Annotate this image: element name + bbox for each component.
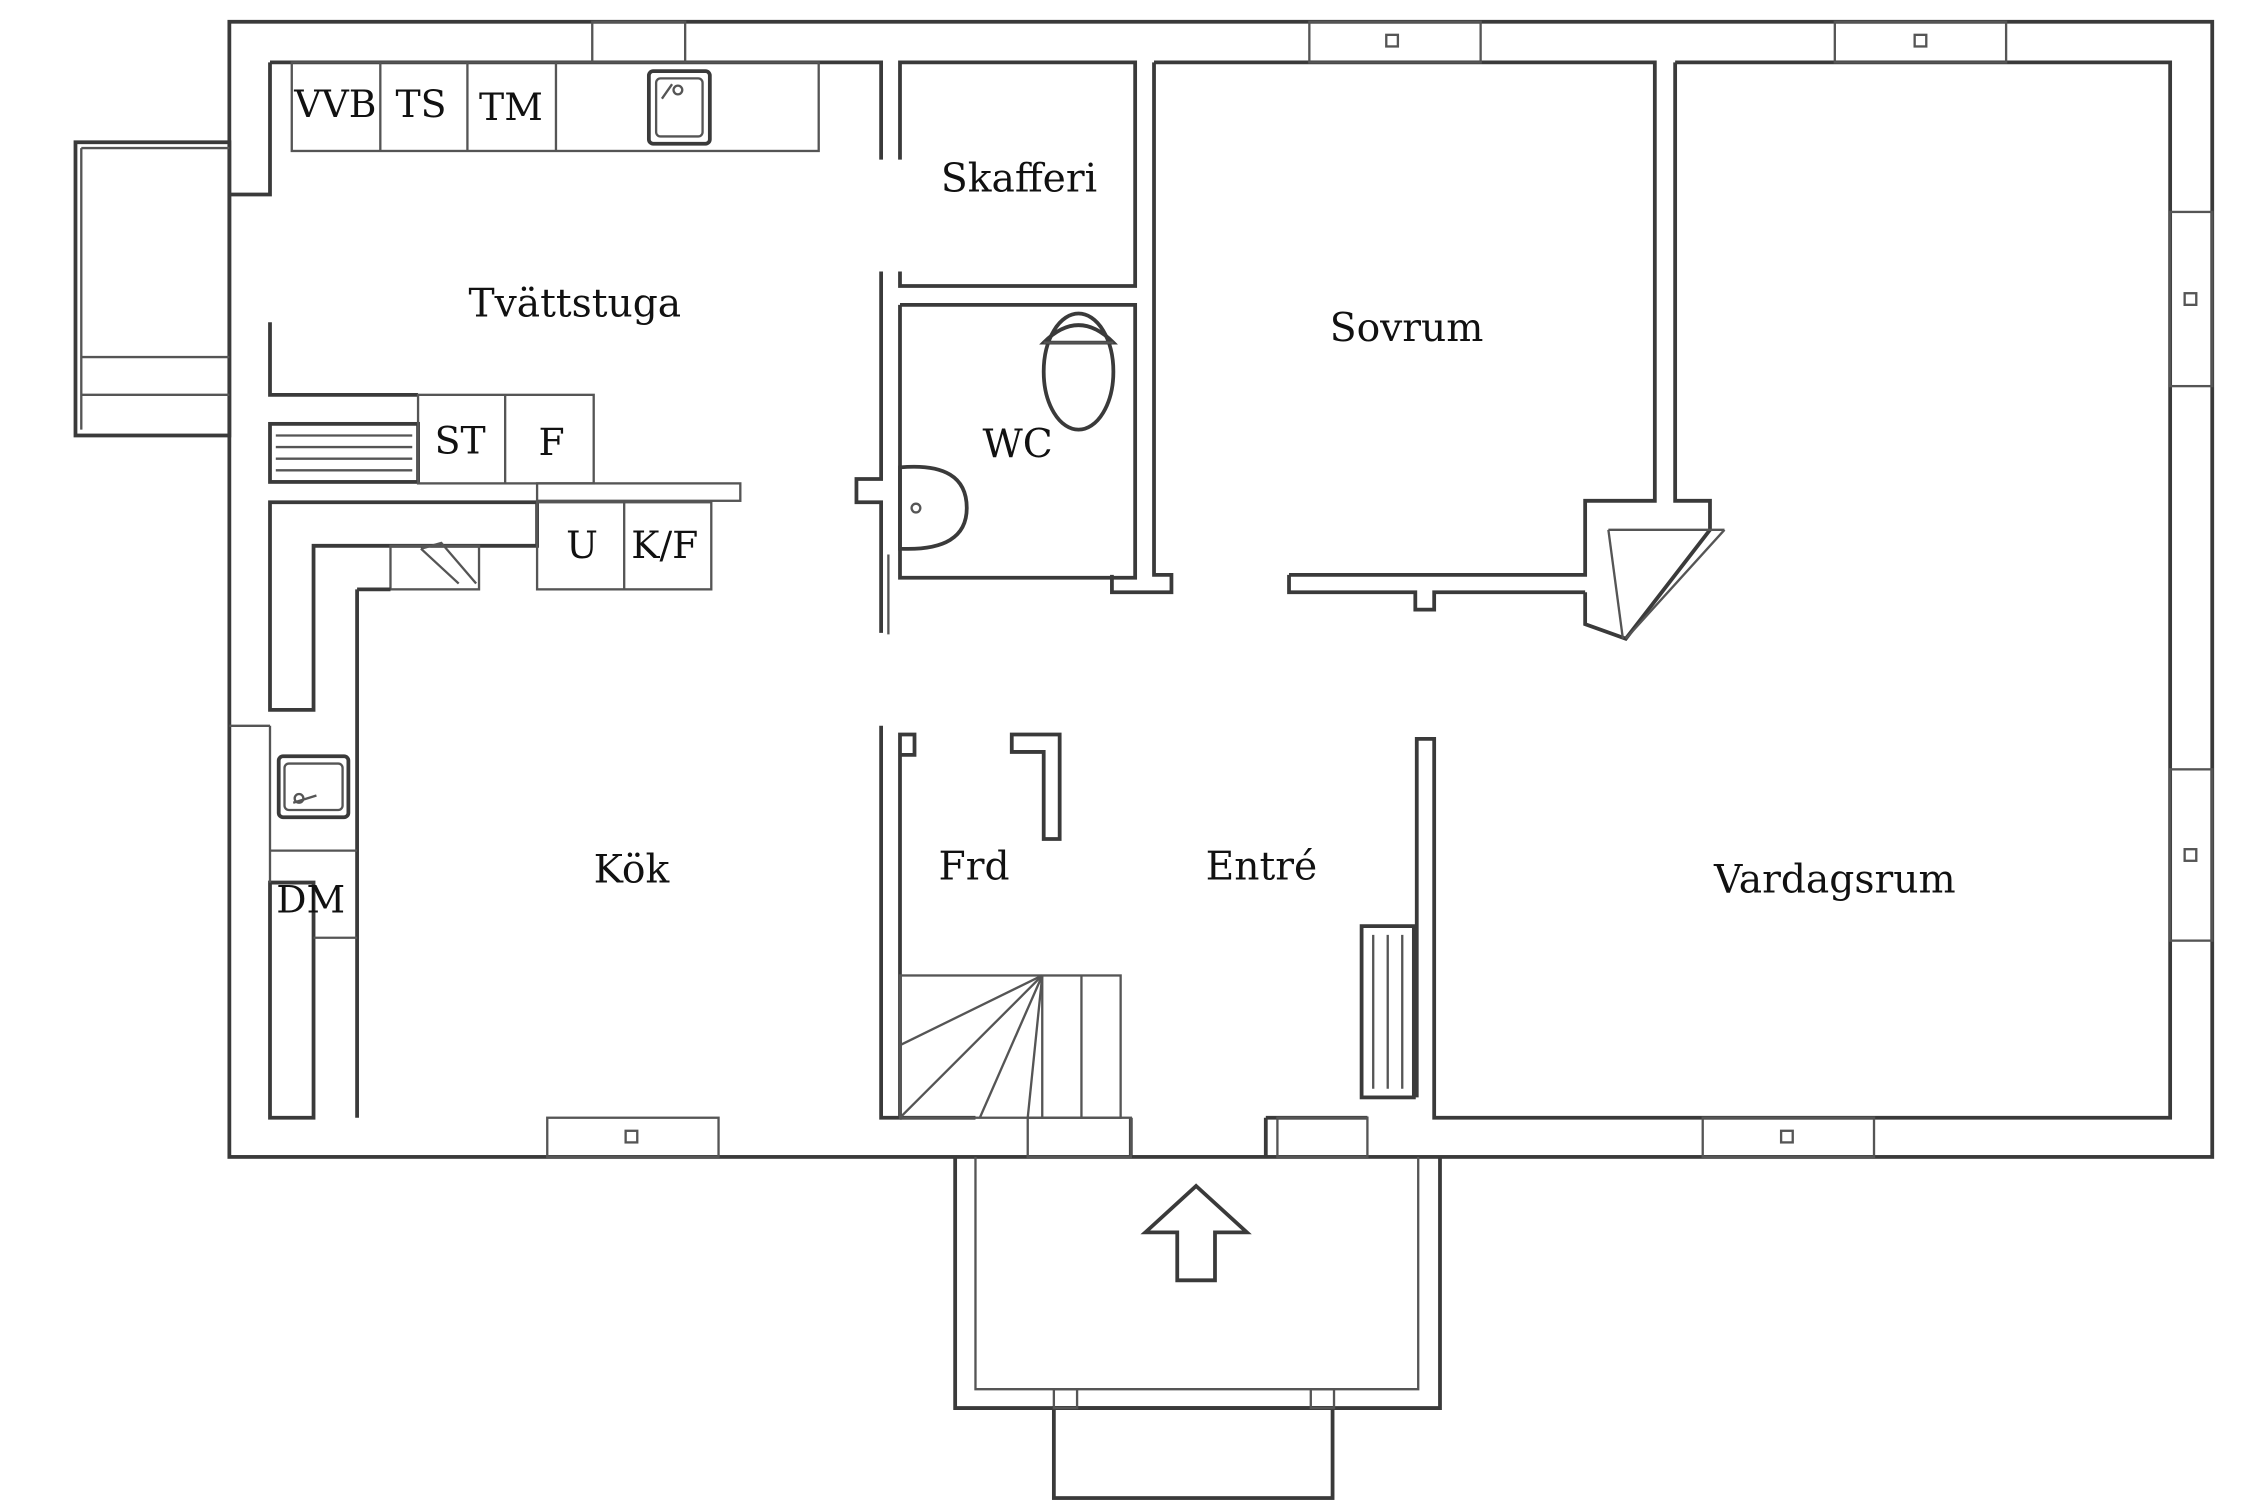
appliance-labels: VVB TS TM ST F U K/F DM (276, 82, 698, 921)
laundry-counter (290, 61, 820, 153)
appliance-label-dm: DM (276, 877, 345, 921)
room-label-vardagsrum: Vardagsrum (1713, 858, 1956, 903)
staircase (898, 974, 1122, 1119)
kitchen-counters (229, 482, 742, 1120)
room-label-skafferi: Skafferi (941, 156, 1097, 201)
room-label-kok: Kök (594, 847, 671, 892)
room-label-entre: Entré (1206, 845, 1318, 890)
appliance-label-vvb: VVB (293, 82, 376, 126)
appliance-label-tm: TM (479, 85, 543, 129)
room-label-sovrum: Sovrum (1330, 306, 1484, 351)
left-deck (73, 140, 232, 438)
room-label-wc: WC (982, 422, 1052, 467)
appliance-label-st: ST (435, 419, 486, 463)
room-label-tvattstuga: Tvättstuga (468, 281, 681, 326)
appliance-label-kf: K/F (631, 523, 698, 567)
wc-fixtures (887, 311, 1118, 635)
appliance-label-u: U (566, 523, 598, 567)
exterior-walls (227, 19, 2215, 1159)
room-label-frd: Frd (939, 845, 1010, 890)
laundry-radiator (268, 393, 595, 485)
hall-radiator (1359, 924, 1416, 1100)
appliance-label-f: F (539, 420, 565, 464)
entrance-porch (953, 1156, 1442, 1500)
entrance-arrow-icon (1140, 1183, 1252, 1283)
interior-walls (854, 60, 2173, 1157)
room-labels: Tvättstuga Skafferi WC Sovrum Kök Frd En… (468, 156, 1955, 902)
appliance-label-ts: TS (395, 82, 446, 126)
windows (546, 20, 2214, 1159)
